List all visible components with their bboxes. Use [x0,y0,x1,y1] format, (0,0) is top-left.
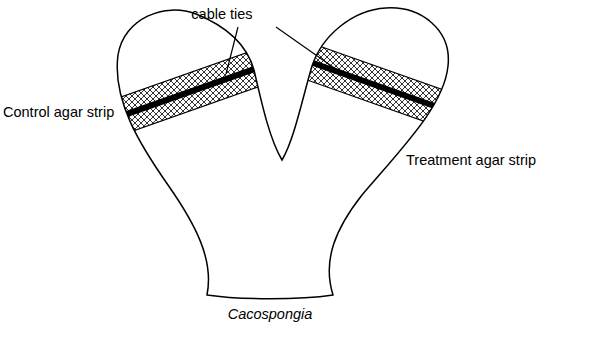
species-label: Cacospongia [228,306,313,323]
callout-label: cable ties [191,6,252,23]
leader-line [276,27,340,72]
sponge-outline [117,8,448,299]
leader-line [226,27,238,74]
control-agar-strip [84,43,286,144]
part-label: Control agar strip [3,104,114,121]
treatment-agar-strip [293,41,466,132]
part-label: Treatment agar strip [406,152,536,169]
cable-tie [299,58,460,115]
cable-tie [90,60,280,127]
